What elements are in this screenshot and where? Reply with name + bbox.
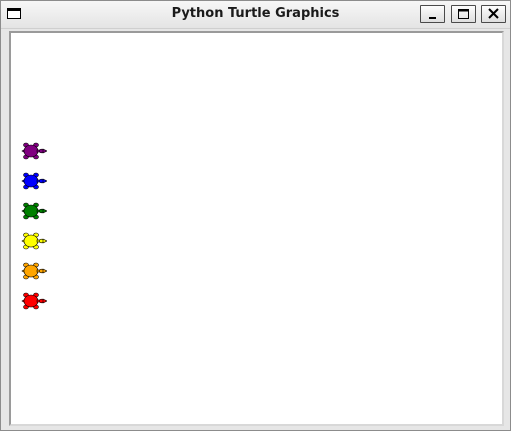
turtle-blue	[21, 171, 48, 191]
turtle-yellow	[21, 231, 48, 251]
close-icon	[488, 8, 499, 19]
turtle-green	[21, 201, 48, 221]
turtle-icon	[21, 172, 48, 190]
turtle-icon	[21, 202, 48, 220]
turtle-canvas[interactable]	[11, 33, 502, 424]
maximize-icon	[458, 9, 469, 19]
turtle-icon	[21, 142, 48, 160]
canvas-frame	[9, 31, 504, 426]
minimize-button[interactable]	[420, 5, 445, 23]
turtle-purple	[21, 141, 48, 161]
turtle-orange	[21, 261, 48, 281]
minimize-icon	[429, 17, 436, 19]
title-bar[interactable]: Python Turtle Graphics	[1, 1, 510, 29]
turtle-icon	[21, 262, 48, 280]
turtle-icon	[21, 292, 48, 310]
close-button[interactable]	[481, 5, 506, 23]
maximize-button[interactable]	[451, 5, 476, 23]
turtle-icon	[21, 232, 48, 250]
turtle-red	[21, 291, 48, 311]
window-menu-icon[interactable]	[7, 8, 21, 19]
